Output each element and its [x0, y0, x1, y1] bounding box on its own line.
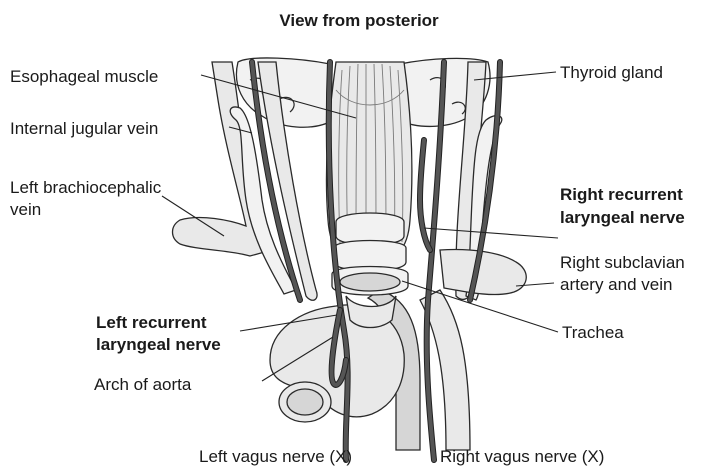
diagram-title: View from posterior: [279, 11, 439, 30]
label-right-recurrent-line2: laryngeal nerve: [560, 208, 685, 227]
label-left-brachiocephalic-line1: Left brachiocephalic: [10, 178, 162, 197]
label-left-brachiocephalic-line2: vein: [10, 200, 41, 219]
label-arch-of-aorta: Arch of aorta: [94, 375, 192, 394]
label-internal-jugular-vein: Internal jugular vein: [10, 119, 158, 138]
aorta-lumen: [287, 389, 323, 415]
label-left-recurrent-line1: Left recurrent: [96, 313, 207, 332]
label-trachea: Trachea: [562, 323, 624, 342]
label-esophageal-muscle: Esophageal muscle: [10, 67, 158, 86]
label-thyroid-gland: Thyroid gland: [560, 63, 663, 82]
label-left-vagus-nerve: Left vagus nerve (X): [199, 447, 352, 466]
label-right-subclavian-line2: artery and vein: [560, 275, 672, 294]
label-right-recurrent-line1: Right recurrent: [560, 185, 683, 204]
label-right-vagus-nerve: Right vagus nerve (X): [440, 447, 604, 466]
label-right-subclavian-line1: Right subclavian: [560, 253, 685, 272]
illustration: [173, 58, 527, 460]
label-left-recurrent-line2: laryngeal nerve: [96, 335, 221, 354]
right-subclavian-artery-and-vein: [440, 250, 526, 295]
